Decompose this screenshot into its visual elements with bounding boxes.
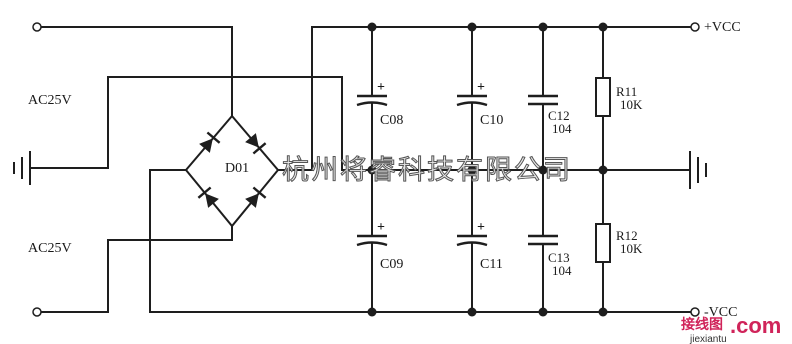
ground-symbol-left — [13, 151, 31, 185]
vcc-positive-label: +VCC — [704, 20, 741, 35]
r11-value: 10K — [620, 97, 643, 112]
c09-label: C09 — [380, 257, 403, 272]
site-logo-com: .com — [730, 313, 781, 338]
junction — [538, 307, 548, 317]
ac-top-label: AC25V — [28, 93, 72, 108]
company-watermark: 杭州将睿科技有限公司 — [282, 155, 572, 186]
c12-label: C12 — [548, 108, 570, 123]
terminals — [32, 22, 700, 317]
wires — [29, 26, 691, 313]
r12-label: R12 — [616, 228, 638, 243]
capacitor-c12 — [528, 94, 558, 106]
junction — [598, 165, 608, 175]
r12-value: 10K — [620, 241, 643, 256]
junction — [598, 307, 608, 317]
bridge-rectifier — [184, 114, 280, 228]
polarity-mark-c10: + — [477, 80, 485, 95]
capacitor-c08 — [356, 94, 388, 107]
capacitor-c11 — [456, 234, 488, 247]
resistor-r11 — [595, 77, 611, 117]
junction — [538, 22, 548, 32]
c11-label: C11 — [480, 257, 503, 272]
junction — [367, 165, 377, 175]
polarity-mark-c08: + — [377, 80, 385, 95]
c12-value: 104 — [552, 121, 572, 136]
ground-symbol-right — [689, 151, 707, 189]
r11-label: R11 — [616, 84, 637, 99]
capacitor-c13 — [528, 234, 558, 246]
capacitor-c10 — [456, 94, 488, 107]
resistor-r12 — [595, 223, 611, 263]
bridge-label: D01 — [225, 161, 249, 176]
junction — [467, 165, 477, 175]
junction — [367, 22, 377, 32]
vcc-negative-label: -VCC — [704, 305, 737, 320]
capacitor-c09 — [356, 234, 388, 247]
junctions — [367, 22, 608, 317]
junction — [538, 165, 548, 175]
wire-ac-upper-leg — [107, 76, 343, 171]
wire-ac-top-input — [39, 26, 233, 117]
junction — [467, 307, 477, 317]
site-logo-sub: jiexiantu — [689, 334, 727, 344]
wire-ac-bottom-input — [39, 225, 233, 313]
c13-value: 104 — [552, 263, 572, 278]
c10-label: C10 — [480, 113, 503, 128]
terminal-ac-top — [32, 22, 42, 32]
junction — [467, 22, 477, 32]
polarity-mark-c09: + — [377, 220, 385, 235]
terminal-vcc-positive — [690, 22, 700, 32]
terminal-ac-bottom — [32, 307, 42, 317]
c08-label: C08 — [380, 113, 403, 128]
c13-label: C13 — [548, 250, 570, 265]
ac-bottom-label: AC25V — [28, 241, 72, 256]
polarity-mark-c11: + — [477, 220, 485, 235]
junction — [367, 307, 377, 317]
site-logo-cn: 接线图 — [681, 316, 723, 333]
junction — [598, 22, 608, 32]
wire-bridge-positive — [277, 26, 313, 171]
site-logo-watermark: 接线图 .com jiexiantu — [681, 313, 781, 344]
wire-bridge-negative — [149, 169, 187, 313]
terminal-vcc-negative — [690, 307, 700, 317]
